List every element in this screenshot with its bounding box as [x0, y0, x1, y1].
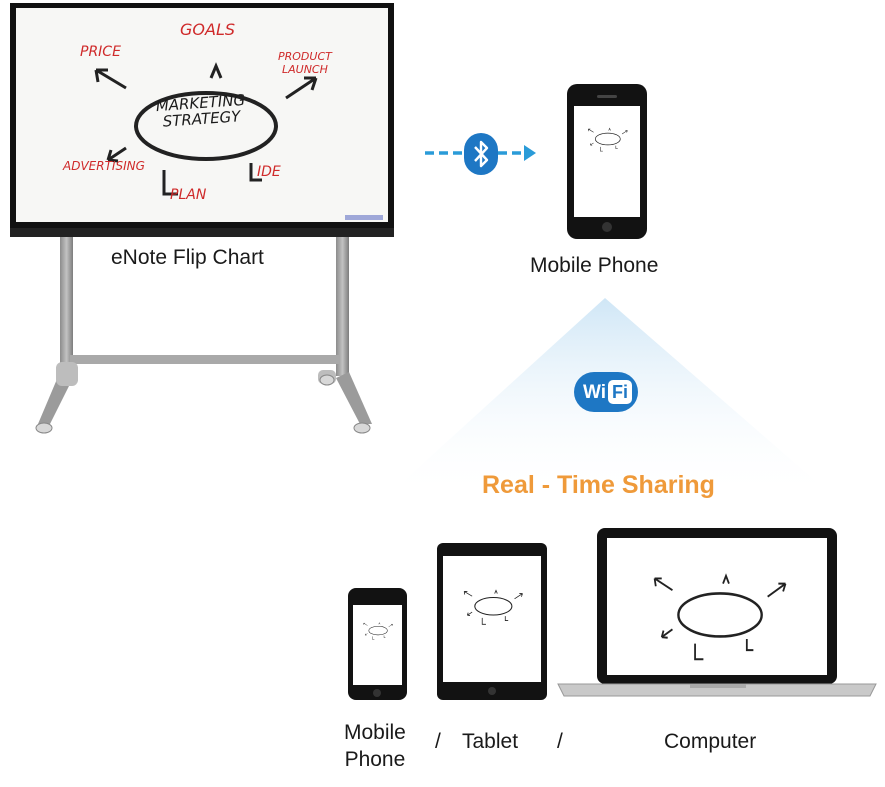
flip-chart-board	[10, 3, 394, 237]
separator-2: /	[557, 730, 563, 753]
sketch-price-label: PRICE	[80, 44, 121, 60]
flip-chart-caption: eNote Flip Chart	[111, 246, 264, 269]
wifi-badge-icon: Wi Fi	[574, 372, 638, 412]
device-computer-caption: Computer	[664, 730, 757, 753]
sketch-product-label: PRODUCT LAUNCH	[278, 50, 332, 76]
sketch-center-label: MARKETING STRATEGY	[155, 90, 246, 131]
sharing-headline: Real - Time Sharing	[482, 471, 715, 499]
device-tablet-caption: Tablet	[462, 730, 519, 753]
wifi-label-left: Wi	[583, 382, 607, 403]
sketch-goals-label: GOALS	[180, 20, 236, 39]
sketch-idea-label: IDE	[257, 164, 281, 180]
bluetooth-link	[425, 145, 536, 161]
device-laptop	[557, 528, 877, 697]
bluetooth-icon	[464, 133, 498, 175]
device-phone	[348, 588, 407, 700]
device-tablet	[437, 543, 547, 700]
flip-chart-stand	[35, 236, 372, 434]
separator-1: /	[435, 730, 441, 753]
receiver-phone-caption: Mobile Phone	[530, 254, 659, 277]
sketch-plan-label: PLAN	[170, 187, 207, 203]
device-phone-caption: Mobile Phone	[344, 721, 406, 771]
wifi-label-right: Fi	[608, 380, 632, 404]
sketch-advertising-label: ADVERTISING	[63, 159, 145, 173]
receiver-phone	[567, 84, 647, 239]
